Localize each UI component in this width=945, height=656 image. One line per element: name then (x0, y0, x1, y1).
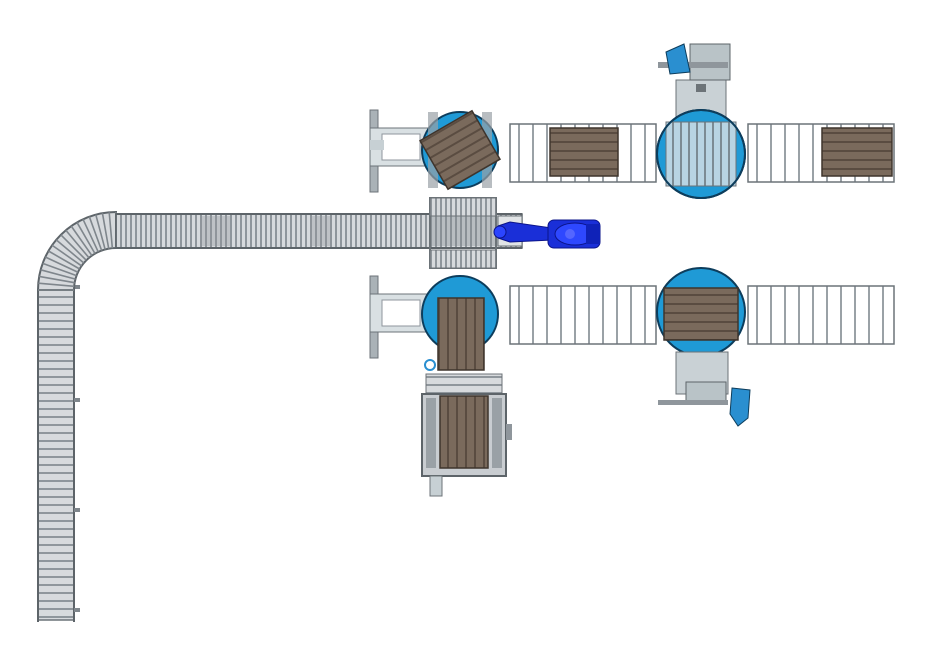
curve-roller (65, 229, 90, 259)
curve-roller (88, 216, 103, 251)
pallet (439, 395, 489, 469)
turntable-lower-left (369, 249, 499, 371)
upper-roller-line (509, 123, 895, 183)
infeed-conveyor-vertical (37, 289, 75, 621)
curve-roller (76, 222, 96, 255)
pallet-dispenser (421, 373, 512, 497)
wrapping-station-upper (369, 109, 429, 193)
curve-roller (70, 225, 93, 257)
curve-roller (51, 244, 83, 267)
pallet (821, 127, 893, 177)
pallet (418, 109, 502, 191)
curve-roller (101, 213, 110, 249)
curve-roller (38, 282, 75, 288)
infeed-conveyor (36, 210, 117, 622)
lower-wrapper-head[interactable] (658, 381, 751, 427)
turntable-lower-right (656, 267, 751, 427)
curve-roller (48, 250, 81, 270)
curve-roller (39, 275, 75, 284)
curve-roller (82, 218, 99, 253)
lower-roller-line (509, 285, 895, 345)
curve-roller (42, 262, 77, 277)
wrapping-station-lower (369, 275, 429, 359)
pallet (437, 297, 485, 371)
curve-roller (95, 214, 106, 250)
curve-roller (108, 212, 114, 249)
pallet (549, 127, 619, 177)
curve-roller (55, 239, 85, 264)
stretch-wrapper-head[interactable] (658, 43, 731, 92)
palletizing-robot[interactable] (493, 219, 601, 249)
curve-roller (40, 269, 76, 280)
turntable-upper-left (369, 109, 502, 217)
curve-roller (44, 256, 79, 273)
pallet (663, 287, 739, 341)
turntable-upper-right (656, 43, 746, 199)
curve-roller (60, 234, 87, 261)
